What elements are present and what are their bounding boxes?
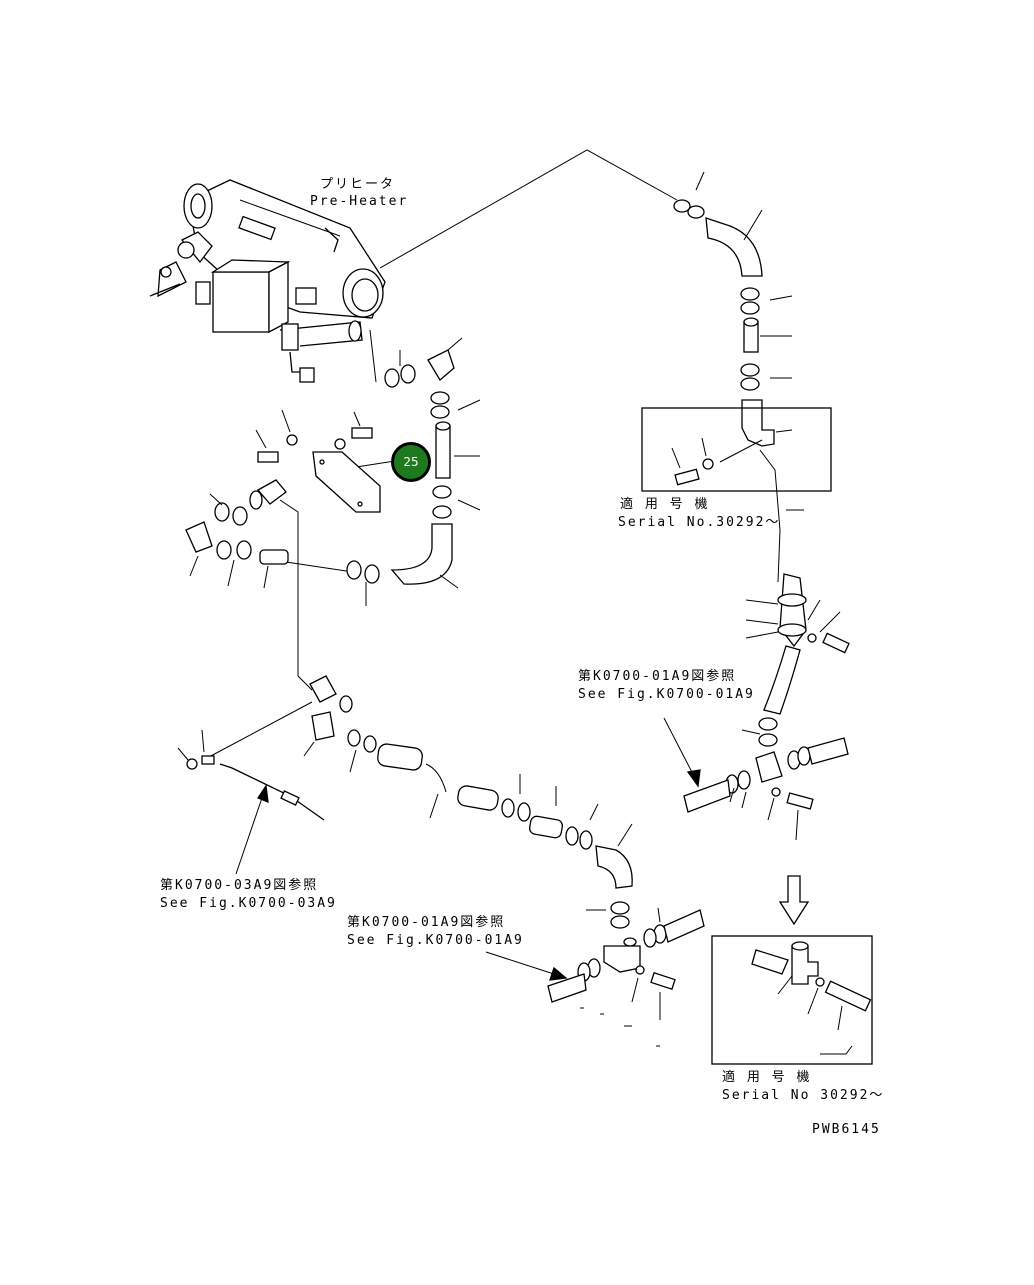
right-hose-stack <box>673 171 793 447</box>
preheater-label-en: Pre-Heater <box>310 194 409 209</box>
routing-lines <box>206 149 781 759</box>
right-mid-hose <box>683 509 850 841</box>
drawing-code: PWB6145 <box>812 1122 881 1137</box>
serial-bottom-en: Serial No 30292～ <box>722 1088 885 1103</box>
serial-box-bottom <box>711 935 873 1065</box>
bracket-assembly <box>255 409 381 513</box>
serial-top-jp: 適 用 号 機 <box>620 497 710 512</box>
center-hose-stack <box>384 337 481 589</box>
see-fig-mid-jp: 第K0700-01A9図参照 <box>347 915 506 930</box>
preheater-assembly <box>149 179 386 383</box>
part-callout-25[interactable]: 25 <box>391 442 431 482</box>
see-fig-mid-en: See Fig.K0700-01A9 <box>347 933 524 948</box>
reference-arrows <box>235 717 810 981</box>
lower-hose-run <box>377 743 705 1020</box>
see-fig-left-en: See Fig.K0700-03A9 <box>160 896 337 911</box>
see-fig-left-jp: 第K0700-03A9図参照 <box>160 878 319 893</box>
serial-bottom-jp: 適 用 号 機 <box>722 1070 812 1085</box>
preheater-label-jp: プリヒータ <box>320 177 396 192</box>
lower-left-fittings <box>177 675 377 821</box>
see-fig-right-jp: 第K0700-01A9図参照 <box>578 669 737 684</box>
serial-box-top <box>641 407 832 492</box>
see-fig-right-en: See Fig.K0700-01A9 <box>578 687 755 702</box>
misc-marks <box>580 1007 660 1047</box>
left-fittings <box>185 479 380 606</box>
serial-top-en: Serial No.30292～ <box>618 515 781 530</box>
